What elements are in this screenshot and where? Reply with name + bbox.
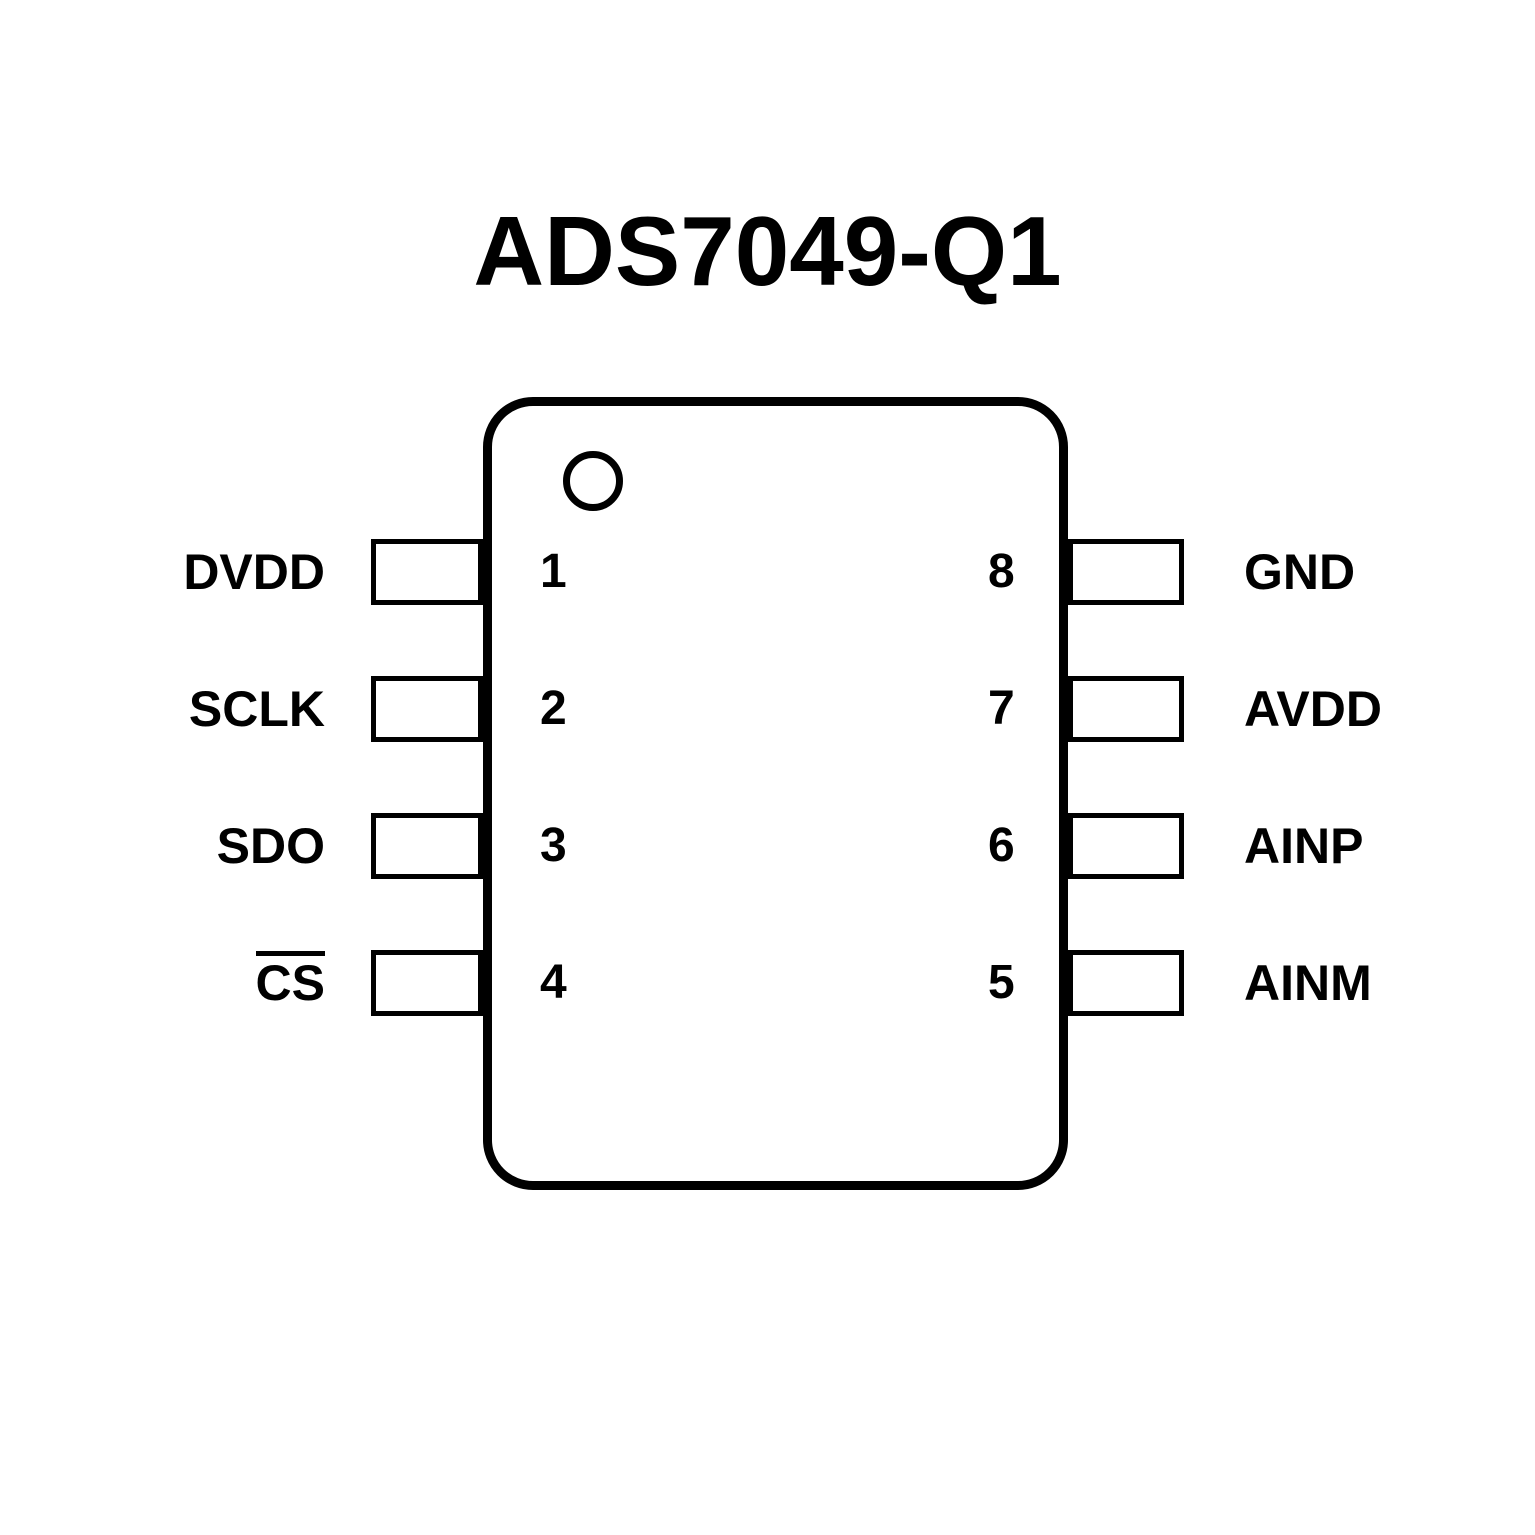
pin-number-1: 1 bbox=[540, 545, 567, 598]
pin-number-8: 8 bbox=[988, 545, 1015, 598]
pin-label-avdd-text: AVDD bbox=[1244, 681, 1382, 737]
pin-label-ainp: AINP bbox=[1244, 813, 1535, 879]
pin-label-gnd-text: GND bbox=[1244, 544, 1356, 600]
pin-box-5 bbox=[1068, 950, 1184, 1016]
chip-body bbox=[483, 397, 1068, 1190]
pin-number-2: 2 bbox=[540, 682, 567, 735]
pin-label-sclk-text: SCLK bbox=[188, 681, 325, 737]
pin-box-7 bbox=[1068, 676, 1184, 742]
pin-label-cs-text: CS bbox=[255, 951, 325, 1010]
pin-box-3 bbox=[371, 813, 483, 879]
pin-label-gnd: GND bbox=[1244, 539, 1535, 605]
pin1-indicator-dot bbox=[563, 451, 623, 511]
pin-label-dvdd: DVDD bbox=[40, 539, 325, 605]
pin-box-1 bbox=[371, 539, 483, 605]
pin-number-5: 5 bbox=[988, 956, 1015, 1009]
pin-label-sdo: SDO bbox=[40, 813, 325, 879]
pin-label-sdo-text: SDO bbox=[216, 818, 325, 874]
pin-number-3: 3 bbox=[540, 819, 567, 872]
pin-number-4: 4 bbox=[540, 956, 567, 1009]
pin-label-cs: CS bbox=[40, 950, 325, 1016]
pin-number-7: 7 bbox=[988, 682, 1015, 735]
pin-box-6 bbox=[1068, 813, 1184, 879]
pin-box-4 bbox=[371, 950, 483, 1016]
pin-label-ainm: AINM bbox=[1244, 950, 1535, 1016]
pin-label-avdd: AVDD bbox=[1244, 676, 1535, 742]
pin-label-sclk: SCLK bbox=[40, 676, 325, 742]
pin-label-ainm-text: AINM bbox=[1244, 955, 1372, 1011]
page-title: ADS7049-Q1 bbox=[473, 196, 1062, 306]
pin-label-ainp-text: AINP bbox=[1244, 818, 1364, 874]
pin-box-8 bbox=[1068, 539, 1184, 605]
pin-label-dvdd-text: DVDD bbox=[183, 544, 325, 600]
pin-box-2 bbox=[371, 676, 483, 742]
pin-number-6: 6 bbox=[988, 819, 1015, 872]
